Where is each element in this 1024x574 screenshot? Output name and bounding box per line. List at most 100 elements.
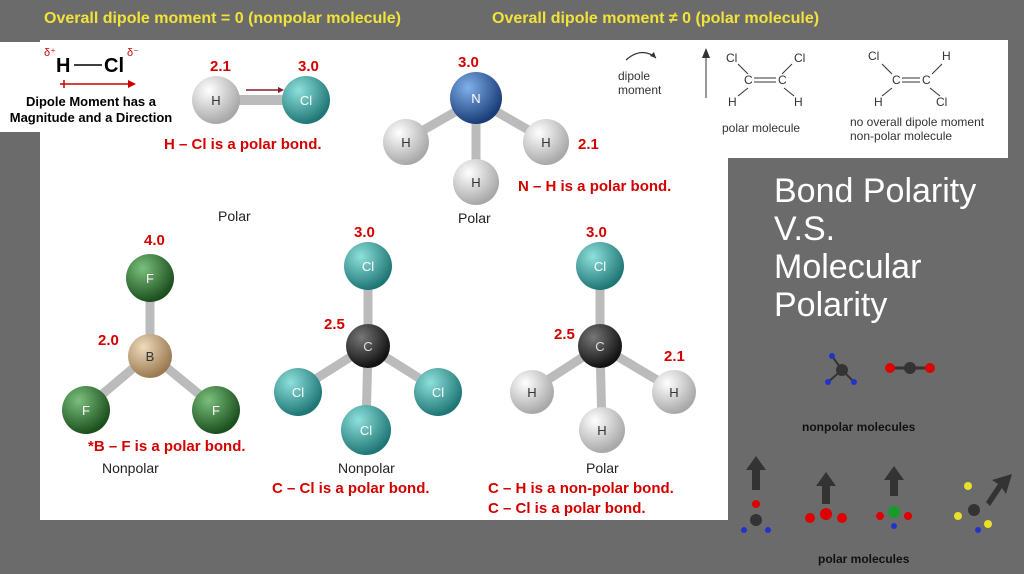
bf3-caption: Nonpolar [102, 460, 159, 476]
formula-h: H [56, 55, 70, 77]
bf3-note: *B – F is a polar bond. [88, 438, 246, 455]
dipole-label-2: moment [618, 83, 662, 97]
en-cl-hcl: 3.0 [298, 58, 319, 75]
bond-line [737, 87, 749, 97]
en-n: 3.0 [458, 54, 479, 71]
atom [904, 512, 912, 520]
atom-label-h: H [401, 135, 410, 150]
atom-label-f: F [82, 403, 90, 418]
fluorine-atom [62, 386, 110, 434]
delta-plus-label: δ⁺ [44, 47, 56, 59]
bond-line [929, 87, 941, 97]
title-line-3: Molecular [774, 248, 922, 286]
atom [825, 379, 831, 385]
slide-title: Bond Polarity V.S. Molecular Polarity [774, 172, 976, 324]
dipole-moment-box: δ⁺ H Cl δ⁻ Dipole Moment has a Magnitude… [0, 42, 182, 132]
atom [765, 527, 771, 533]
en-h-hcl: 2.1 [210, 58, 231, 75]
atom [741, 527, 747, 533]
dipole-arrow-icon [986, 474, 1012, 506]
dipole-caption-1: Dipole Moment has a [26, 94, 157, 109]
boron-atom [128, 334, 172, 378]
atom-label-cl: Cl [300, 93, 312, 108]
carbon-atom [346, 324, 390, 368]
nonpolar-molecules-label: nonpolar molecules [802, 420, 916, 434]
nonpolar-h-right: H [942, 49, 951, 63]
en-cl-ccl4: 3.0 [354, 224, 375, 241]
atom [885, 363, 895, 373]
hydrogen-atom [383, 119, 429, 165]
dipole-arrow-icon [884, 466, 904, 496]
atom-label-h: H [597, 423, 606, 438]
atom [888, 506, 900, 518]
en-c-ccl4: 2.5 [324, 316, 345, 333]
nonpolar-molecule-icons [825, 353, 935, 385]
atom [752, 500, 760, 508]
atom [968, 504, 980, 516]
dichloroethene-box: dipole moment Cl Cl C C H H polar molecu… [598, 40, 1008, 158]
atom-label-h: H [541, 135, 550, 150]
ch3cl-note-2: C – Cl is a polar bond. [488, 500, 646, 517]
en-h-ch3cl: 2.1 [664, 348, 685, 365]
atom-label-n: N [471, 91, 480, 106]
atom-label-cl: Cl [594, 259, 606, 274]
en-cl-ch3cl: 3.0 [586, 224, 607, 241]
ccl4-molecule: Cl Cl Cl Cl C [274, 242, 462, 455]
dipole-caption-2: Magnitude and a Direction [10, 110, 173, 125]
atom-label-cl: Cl [432, 385, 444, 400]
atom [829, 353, 835, 359]
atom [805, 513, 815, 523]
bond-line [737, 63, 749, 75]
atom [891, 523, 897, 529]
dichloroethene-diagram: dipole moment Cl Cl C C H H polar molecu… [618, 48, 985, 143]
ccl4-caption: Nonpolar [338, 460, 395, 476]
nh3-caption: Polar [458, 210, 491, 226]
polar-molecules-label: polar molecules [818, 552, 910, 566]
atom-label-c: C [595, 339, 604, 354]
atom [820, 508, 832, 520]
atom [904, 362, 916, 374]
atom [984, 520, 992, 528]
atom-label-f: F [212, 403, 220, 418]
polar-cl-left: Cl [726, 51, 737, 65]
title-line-1: Bond Polarity [774, 172, 977, 210]
polar-h-left: H [728, 95, 737, 109]
atom-label-cl: Cl [292, 385, 304, 400]
chlorine-atom [414, 368, 462, 416]
ch3cl-note-1: C – H is a non-polar bond. [488, 480, 674, 497]
dipole-arrowhead [278, 87, 284, 93]
atom [876, 512, 884, 520]
title-line-4: Polarity [774, 286, 888, 324]
hydrogen-atom [453, 159, 499, 205]
nonpolar-cl-left: Cl [868, 49, 879, 63]
atom-label-cl: Cl [362, 259, 374, 274]
polar-h-right: H [794, 95, 803, 109]
header-nonpolar: Overall dipole moment = 0 (nonpolar mole… [44, 10, 401, 27]
polar-cl-right: Cl [794, 51, 805, 65]
dipole-vertical-arrowhead [702, 48, 710, 58]
chlorine-atom [341, 405, 391, 455]
atom [964, 482, 972, 490]
delta-minus-label: δ⁻ [127, 47, 139, 59]
atom-label-cl: Cl [360, 423, 372, 438]
dipole-arrow-icon [816, 472, 836, 504]
hydrogen-atom [579, 407, 625, 453]
atom [954, 512, 962, 520]
polar-c-right: C [778, 73, 787, 87]
nh3-note: N – H is a polar bond. [518, 178, 672, 195]
fluorine-atom [126, 254, 174, 302]
nonpolar-c-right: C [922, 73, 931, 87]
en-c-ch3cl: 2.5 [554, 326, 575, 343]
carbon-atom [578, 324, 622, 368]
formula-cl: Cl [104, 55, 124, 77]
atom-label-h: H [527, 385, 536, 400]
bf3-molecule: F F F B [62, 254, 240, 434]
bond-line [881, 63, 893, 75]
hydrogen-atom [652, 370, 696, 414]
atom [837, 513, 847, 523]
atom [925, 363, 935, 373]
dipole-label-1: dipole [618, 69, 650, 83]
en-h-nh3: 2.1 [578, 136, 599, 153]
hcl-dipole-diagram: δ⁺ H Cl δ⁻ Dipole Moment has a Magnitude… [10, 47, 173, 125]
